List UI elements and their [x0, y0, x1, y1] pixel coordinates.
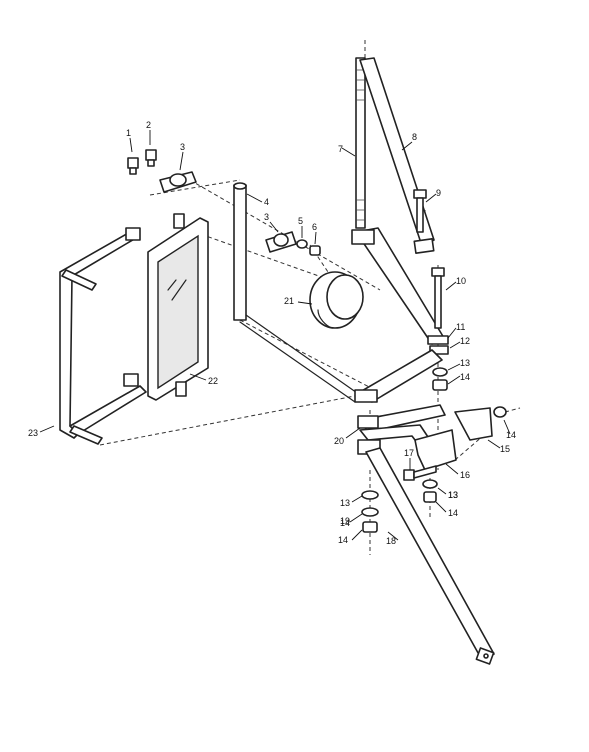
- long-brace: [365, 447, 495, 665]
- bolt: [413, 189, 427, 233]
- callout-13-right: 13: [460, 358, 470, 368]
- callout-13-left: 13: [340, 498, 350, 508]
- callout-4: 4: [264, 197, 269, 207]
- callout-1: 1: [126, 128, 131, 138]
- mirror-frame: [59, 227, 147, 445]
- callout-9: 9: [436, 188, 441, 198]
- callout-labels: 1 2 3 4 3 5 6 7 8 9 10 11 12 13 14 21 22…: [28, 120, 516, 546]
- washer-stack: [427, 335, 449, 355]
- callout-7: 7: [338, 144, 343, 154]
- callout-14-lower-left: 14: [338, 535, 348, 545]
- callout-10: 10: [456, 276, 466, 286]
- bolt-short: [403, 465, 437, 481]
- callout-12: 12: [460, 336, 470, 346]
- callout-18: 18: [386, 536, 396, 546]
- hex-nut: [309, 245, 321, 256]
- callout-15: 15: [500, 444, 510, 454]
- vertical-post: [233, 182, 361, 403]
- callout-16: 16: [460, 470, 470, 480]
- horizontal-strap: [354, 349, 443, 403]
- callout-13-lower: 13: [448, 490, 458, 500]
- callout-20: 20: [334, 436, 344, 446]
- support-bracket: [414, 429, 457, 471]
- callout-13-bottom: 13: [448, 490, 458, 500]
- callout-23: 23: [28, 428, 38, 438]
- lock-washer: [296, 239, 308, 249]
- callout-6: 6: [312, 222, 317, 232]
- upper-brace: [359, 57, 435, 254]
- callout-14-right: 14: [460, 372, 470, 382]
- round-mirror: [309, 271, 364, 329]
- screw-two: [145, 149, 157, 167]
- nut-stack-right: [432, 367, 448, 391]
- callout-17: 17: [404, 448, 414, 458]
- callout-14-bottom: 14: [448, 508, 458, 518]
- callout-21: 21: [284, 296, 294, 306]
- callout-leaders: [39, 130, 511, 541]
- clamp-middle: [265, 231, 297, 253]
- callout-2: 2: [146, 120, 151, 130]
- side-bracket: [454, 406, 507, 441]
- nut-stack-left: [361, 490, 379, 533]
- callout-22: 22: [208, 376, 218, 386]
- bolt-long: [431, 267, 445, 329]
- callout-8: 8: [412, 132, 417, 142]
- callout-14-far-right: 14: [506, 430, 516, 440]
- callout-14-left-upper: 14: [340, 518, 350, 528]
- callout-3-upper: 3: [180, 142, 185, 152]
- clamp-upper: [159, 171, 197, 193]
- callout-5: 5: [298, 216, 303, 226]
- callout-11: 11: [456, 322, 465, 332]
- callout-3-middle: 3: [264, 212, 269, 222]
- screw-one: [127, 157, 139, 175]
- rectangular-mirror: [147, 213, 209, 401]
- nut-stack-lower: [422, 479, 438, 503]
- callout-19: 19: [340, 516, 350, 526]
- threaded-rod: [355, 57, 366, 229]
